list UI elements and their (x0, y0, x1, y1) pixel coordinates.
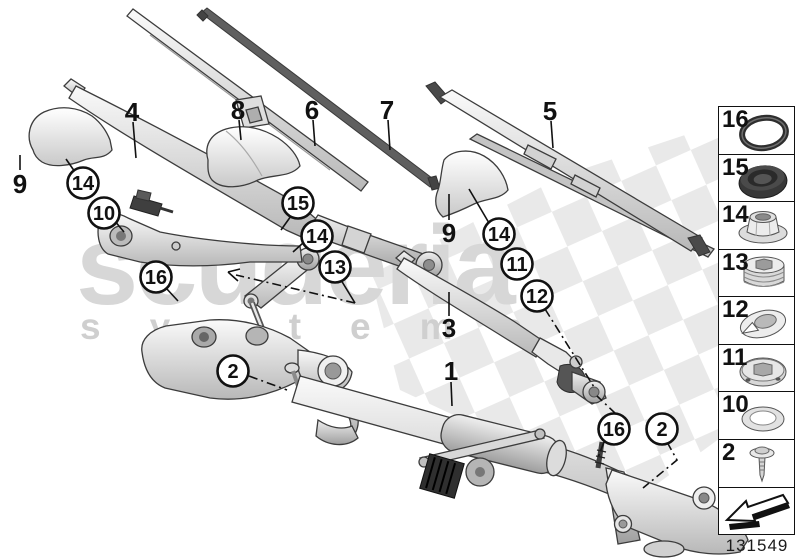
fastener-sidebar: 16 15 14 (718, 106, 795, 535)
flange-nut-icon (738, 211, 788, 244)
sidebar-item-number: 13 (722, 248, 749, 276)
sidebar-item-number: 2 (722, 438, 736, 466)
sidebar-item-14[interactable]: 14 (719, 202, 794, 250)
sidebar-item-2[interactable]: 2 (719, 440, 794, 488)
wiper-blade-5 (425, 81, 715, 258)
hex-socket-plug-icon (739, 357, 787, 387)
protective-cap-icon (738, 164, 788, 199)
svg-text:11: 11 (506, 254, 527, 276)
callout-13[interactable]: 13 (318, 250, 352, 284)
sidebar-item-number: 15 (722, 153, 749, 181)
svg-text:16: 16 (145, 267, 167, 289)
sidebar-item-11[interactable]: 11 (719, 345, 794, 393)
callout-15[interactable]: 15 (281, 186, 315, 220)
sidebar-item-number: 16 (722, 106, 749, 133)
wiper-arm-cover-9-middle (435, 150, 509, 218)
part-label-9-left[interactable]: 9 (13, 169, 27, 199)
callouts: 14 10 16 15 14 13 2 14 11 12 16 2 (66, 166, 679, 446)
part-label-4[interactable]: 4 (125, 97, 140, 127)
svg-text:14: 14 (72, 173, 95, 195)
screw-plug-icon (743, 256, 785, 287)
part-label-1[interactable]: 1 (444, 356, 458, 386)
svg-text:14: 14 (306, 226, 329, 248)
callout-2-left[interactable]: 2 (216, 354, 250, 388)
sidebar-item-15[interactable]: 15 (719, 153, 794, 203)
svg-text:2: 2 (656, 419, 667, 441)
washer-icon (741, 406, 785, 432)
wiper-linkage-frame-1 (141, 319, 749, 558)
continue-arrow-icon (724, 493, 790, 530)
sidebar-item-number: 14 (722, 201, 749, 229)
callout-10[interactable]: 10 (87, 196, 121, 230)
keyed-washer-icon (739, 309, 787, 339)
motor-connector (419, 453, 465, 499)
sidebar-item-13[interactable]: 13 (719, 248, 794, 298)
svg-text:12: 12 (526, 286, 548, 308)
callout-14-middle[interactable]: 14 (300, 219, 334, 253)
part-label-5[interactable]: 5 (543, 96, 557, 126)
sidebar-item-number: 11 (722, 343, 748, 371)
part-labels: 9 4 8 6 7 5 9 3 1 (13, 95, 557, 386)
sidebar-item-number: 10 (722, 391, 749, 419)
svg-text:14: 14 (488, 224, 511, 246)
callout-16-left[interactable]: 16 (139, 260, 173, 294)
callout-14-right[interactable]: 14 (482, 217, 516, 251)
callout-2-bottom[interactable]: 2 (645, 412, 679, 446)
sidebar-item-continue[interactable] (719, 487, 794, 535)
svg-text:15: 15 (287, 193, 309, 215)
svg-text:16: 16 (603, 419, 625, 441)
drawing-number: 131549 (725, 536, 789, 555)
crank-link (243, 247, 320, 333)
part-label-9-middle[interactable]: 9 (442, 218, 456, 248)
wiper-arm-3 (394, 250, 607, 405)
wiper-arm-cover-9-left (28, 107, 113, 167)
svg-text:13: 13 (324, 257, 346, 279)
callout-11[interactable]: 11 (500, 247, 534, 281)
pivot-bracket-left (97, 189, 303, 267)
part-label-3[interactable]: 3 (442, 313, 456, 343)
o-ring-icon (739, 114, 789, 152)
part-label-7[interactable]: 7 (380, 95, 394, 125)
blade-cover-8 (206, 126, 301, 188)
part-label-6[interactable]: 6 (305, 95, 319, 125)
sidebar-item-number: 12 (722, 296, 749, 324)
callout-14-left[interactable]: 14 (66, 166, 100, 200)
sidebar-item-12[interactable]: 12 (719, 297, 794, 345)
callout-12[interactable]: 12 (520, 279, 554, 313)
svg-text:10: 10 (93, 203, 115, 225)
wiper-blade-6 (126, 8, 369, 192)
sidebar-item-10[interactable]: 10 (719, 392, 794, 440)
part-label-8[interactable]: 8 (231, 95, 245, 125)
callout-16-bottom[interactable]: 16 (597, 412, 631, 446)
svg-text:2: 2 (227, 361, 238, 383)
sidebar-item-16[interactable]: 16 (719, 107, 794, 155)
leader-lines (19, 119, 679, 489)
screw-icon (749, 446, 775, 483)
